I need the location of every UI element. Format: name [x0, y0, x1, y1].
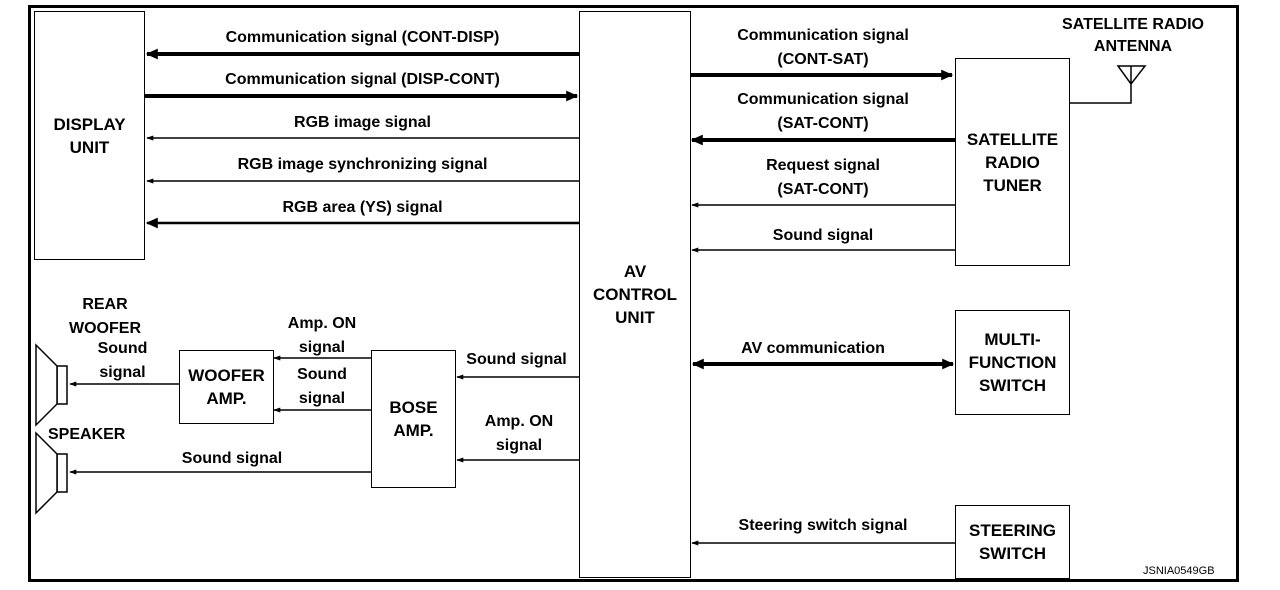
signal-label-rgb-image: RGB image signal	[294, 114, 431, 131]
satellite-radio-antenna-label: SATELLITE RADIO ANTENNA	[1062, 16, 1204, 55]
bose-amp-box: BOSE AMP.	[371, 350, 456, 488]
signal-label-sound-woofer-amp: Sound signal	[297, 366, 347, 407]
signal-label-rgb-area: RGB area (YS) signal	[282, 199, 443, 216]
signal-label-steering: Steering switch signal	[738, 517, 908, 534]
satellite-radio-tuner-box: SATELLITE RADIO TUNER	[955, 58, 1070, 266]
signal-label-amp-on-woofer: Amp. ON signal	[287, 315, 357, 356]
signal-label-request: Request signal (SAT-CONT)	[766, 157, 880, 198]
signal-label-sound-rear-woofer: Sound signal	[97, 340, 148, 381]
signal-label-av-comm: AV communication	[741, 340, 885, 357]
signal-label-cont-sat: Communication signal (CONT-SAT)	[737, 27, 909, 68]
line-antenna	[1070, 80, 1132, 104]
signal-label-amp-on-bose: Amp. ON signal	[484, 413, 554, 454]
multi-function-switch-box: MULTI- FUNCTION SWITCH	[955, 310, 1070, 415]
woofer-amp-box: WOOFER AMP.	[179, 350, 274, 424]
speaker-icon	[35, 431, 68, 515]
signal-label-sound-speaker: Sound signal	[181, 450, 283, 467]
signal-label-cont-disp: Communication signal (CONT-DISP)	[225, 29, 500, 46]
signal-label-sound-sat: Sound signal	[772, 227, 874, 244]
signal-label-rgb-sync: RGB image synchronizing signal	[237, 156, 488, 173]
signal-label-sat-cont: Communication signal (SAT-CONT)	[737, 91, 909, 132]
figure-code: JSNIA0549GB	[1143, 565, 1215, 577]
av-control-unit-box: AV CONTROL UNIT	[579, 11, 691, 578]
signal-label-disp-cont: Communication signal (DISP-CONT)	[225, 71, 500, 88]
display-unit-box: DISPLAY UNIT	[34, 11, 145, 260]
rear-woofer-label: REAR WOOFER	[69, 296, 141, 337]
signal-label-sound-bose: Sound signal	[466, 351, 567, 368]
steering-switch-box: STEERING SWITCH	[955, 505, 1070, 579]
rear-woofer-speaker-icon	[35, 343, 68, 427]
diagram-frame	[28, 5, 1239, 582]
speaker-label: SPEAKER	[48, 426, 126, 443]
